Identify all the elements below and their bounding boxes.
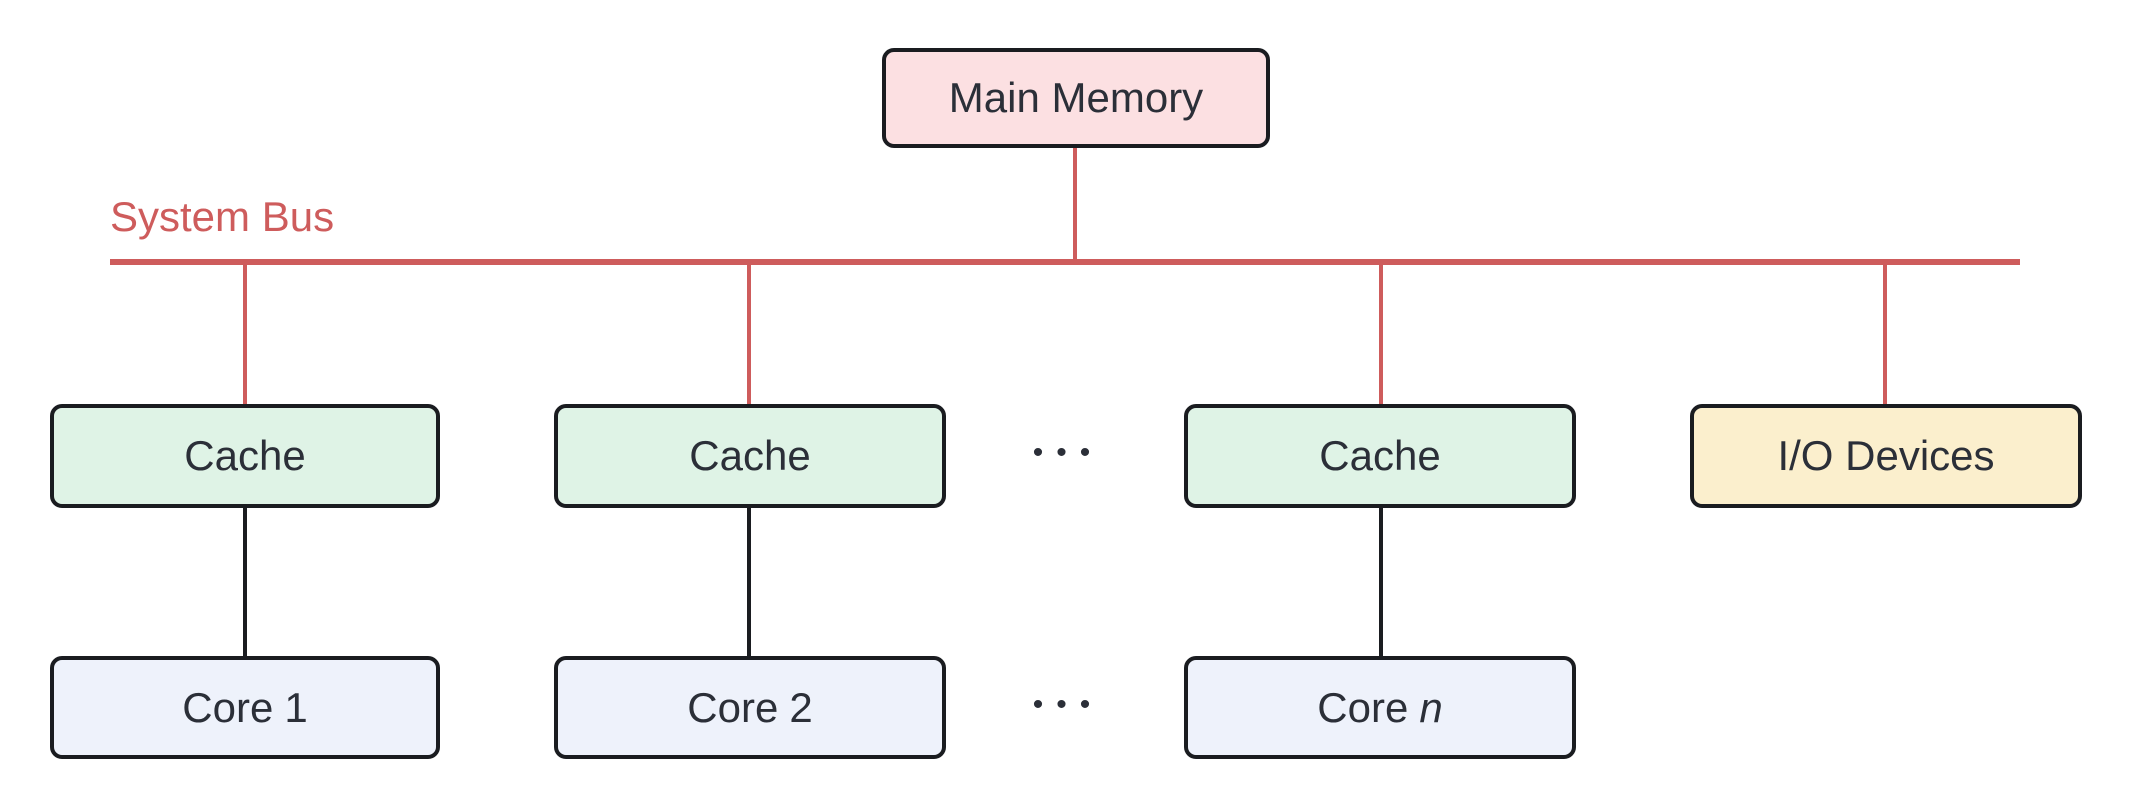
cache-label-3: Cache <box>1319 432 1441 479</box>
core-node-2: Core 2 <box>554 656 946 759</box>
core-label-suffix-1: 1 <box>284 683 308 731</box>
system-bus-label: System Bus <box>110 193 335 240</box>
core-label-prefix-1: Core <box>182 683 274 731</box>
cache-label-2: Cache <box>689 432 811 479</box>
main-memory-node: Main Memory <box>882 48 1270 148</box>
edge-cache1-core1 <box>243 508 247 656</box>
core-node-n: Core n <box>1184 656 1576 759</box>
main-memory-label: Main Memory <box>948 74 1204 121</box>
edge-mainmemory-bus <box>1073 148 1077 259</box>
core-label-suffix-n: n <box>1419 683 1443 731</box>
edge-bus-cache-3 <box>1379 265 1383 408</box>
cache-label-1: Cache <box>184 432 306 479</box>
io-devices-node: I/O Devices <box>1690 404 2082 508</box>
edge-cache3-coren <box>1379 508 1383 656</box>
system-bus-line <box>110 259 2020 265</box>
ellipsis-cores: ••• <box>1032 688 1104 721</box>
io-devices-label: I/O Devices <box>1777 432 1995 479</box>
cache-node-1: Cache <box>50 404 440 508</box>
core-label-suffix-2: 2 <box>789 683 813 731</box>
core-label-prefix-n: Core <box>1317 683 1409 731</box>
edge-bus-io <box>1883 265 1887 408</box>
edge-bus-cache-2 <box>747 265 751 408</box>
cache-node-3: Cache <box>1184 404 1576 508</box>
edge-bus-cache-1 <box>243 265 247 408</box>
ellipsis-caches: ••• <box>1032 436 1104 469</box>
core-label-prefix-2: Core <box>687 683 779 731</box>
core-node-1: Core 1 <box>50 656 440 759</box>
edge-cache2-core2 <box>747 508 751 656</box>
cache-node-2: Cache <box>554 404 946 508</box>
